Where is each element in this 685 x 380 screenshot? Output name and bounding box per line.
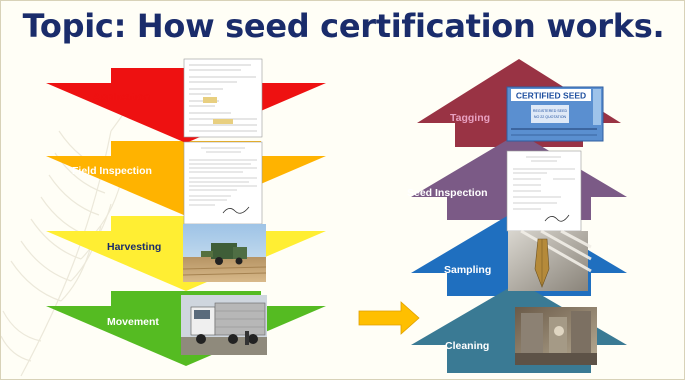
step-label-movement: Movement [107, 316, 159, 328]
page-title: Topic: How seed certification works. [22, 7, 665, 45]
movement-truck-photo [181, 295, 267, 355]
seed-inspection-certificate-image [506, 150, 582, 232]
svg-text:NO 22 QUOTATION: NO 22 QUOTATION [534, 115, 567, 119]
connector-right-arrow [358, 301, 420, 335]
sampling-probe-photo [508, 229, 592, 291]
cleaning-plant-photo [515, 307, 597, 365]
step-label-seed-inspection: Seed Inspection [407, 187, 488, 199]
step-label-cleaning: Cleaning [445, 340, 490, 352]
step-label-application: Application [93, 91, 151, 103]
application-form-image [183, 58, 263, 138]
harvesting-photo [182, 224, 267, 282]
step-label-harvesting: Harvesting [107, 241, 162, 253]
field-inspection-report-image [183, 141, 263, 225]
svg-text:CERTIFIED SEED: CERTIFIED SEED [516, 91, 586, 101]
step-label-field-inspection: Field Inspection [72, 165, 152, 177]
certified-seed-tag-image: CERTIFIED SEED REGISTERED SEED NO 22 QUO… [506, 86, 604, 142]
step-label-tagging: Tagging [450, 112, 491, 124]
svg-text:REGISTERED SEED: REGISTERED SEED [533, 109, 568, 113]
step-label-sampling: Sampling [444, 264, 492, 276]
